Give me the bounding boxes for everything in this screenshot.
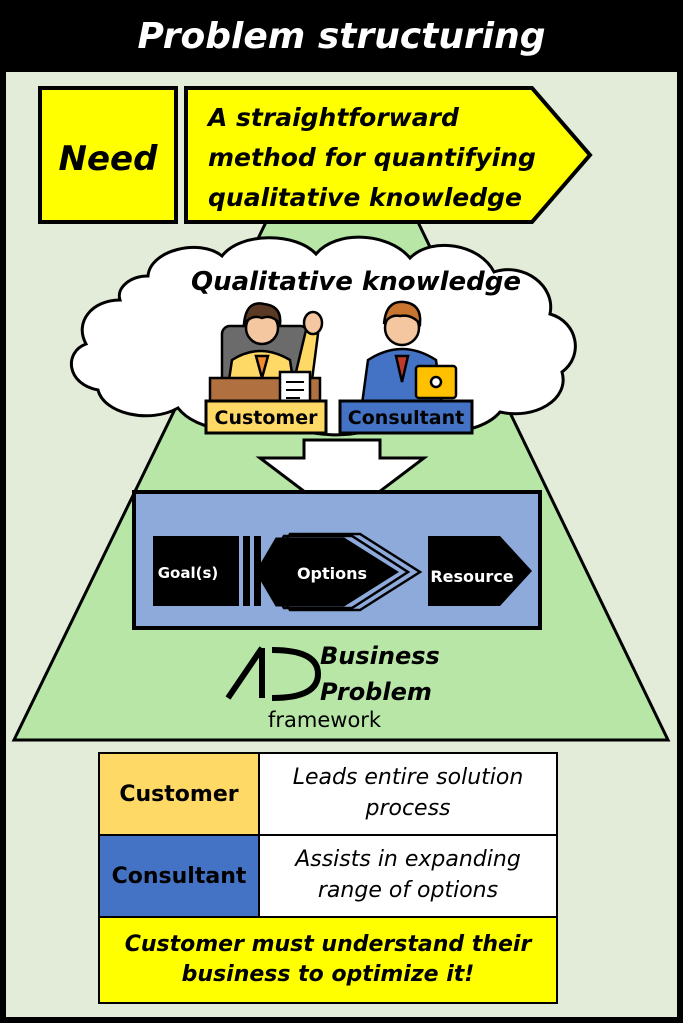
need-line-3: qualitative knowledge — [208, 183, 522, 212]
customer-label: Customer — [215, 407, 319, 429]
resource-block — [428, 536, 532, 606]
goals-block — [153, 536, 261, 606]
legend-consultant-desc: Assists in expanding range of options — [258, 834, 558, 918]
need-line-1: A straightforward — [206, 103, 460, 132]
cloud-label: Qualitative knowledge — [191, 267, 521, 297]
brand-line-2: Problem — [320, 678, 432, 706]
need-description-arrow — [184, 86, 593, 224]
legend-consultant-role: Consultant — [98, 834, 260, 918]
consultant-person-icon — [360, 300, 458, 406]
need-line-2: method for quantifying — [208, 143, 536, 172]
consultant-label: Consultant — [348, 407, 464, 429]
page-title: Problem structuring — [0, 0, 683, 72]
legend-note-line-1: Customer must understand their — [124, 932, 532, 958]
legend-note-line-2: business to optimize it! — [181, 962, 475, 987]
framework-logo-icon — [225, 646, 322, 701]
legend-note: Customer must understand their business … — [98, 916, 558, 1004]
down-arrow-icon — [255, 438, 429, 522]
legend-customer-desc: Leads entire solution process — [258, 752, 558, 836]
legend-consultant-desc-line-2: range of options — [317, 878, 499, 903]
need-label-box — [38, 86, 178, 224]
roles-legend: Customer Leads entire solution process C… — [98, 752, 558, 1004]
legend-consultant-desc-line-1: Assists in expanding — [295, 847, 521, 873]
legend-customer-role-text: Customer — [119, 781, 239, 807]
customer-label-box — [204, 399, 328, 435]
brand-line-1: Business — [320, 642, 440, 670]
consultant-label-box — [338, 399, 474, 435]
legend-customer-desc-line-1: Leads entire solution — [292, 765, 524, 791]
legend-consultant-role-text: Consultant — [111, 863, 247, 889]
goals-label: Goal(s) — [158, 564, 219, 582]
options-label: Options — [297, 564, 367, 583]
legend-customer-desc-line-2: process — [365, 796, 451, 821]
brand-line-3: framework — [268, 708, 382, 732]
options-block — [255, 532, 423, 612]
legend-customer-role: Customer — [98, 752, 260, 836]
need-label: Need — [59, 139, 159, 179]
resource-label: Resource — [430, 567, 513, 586]
